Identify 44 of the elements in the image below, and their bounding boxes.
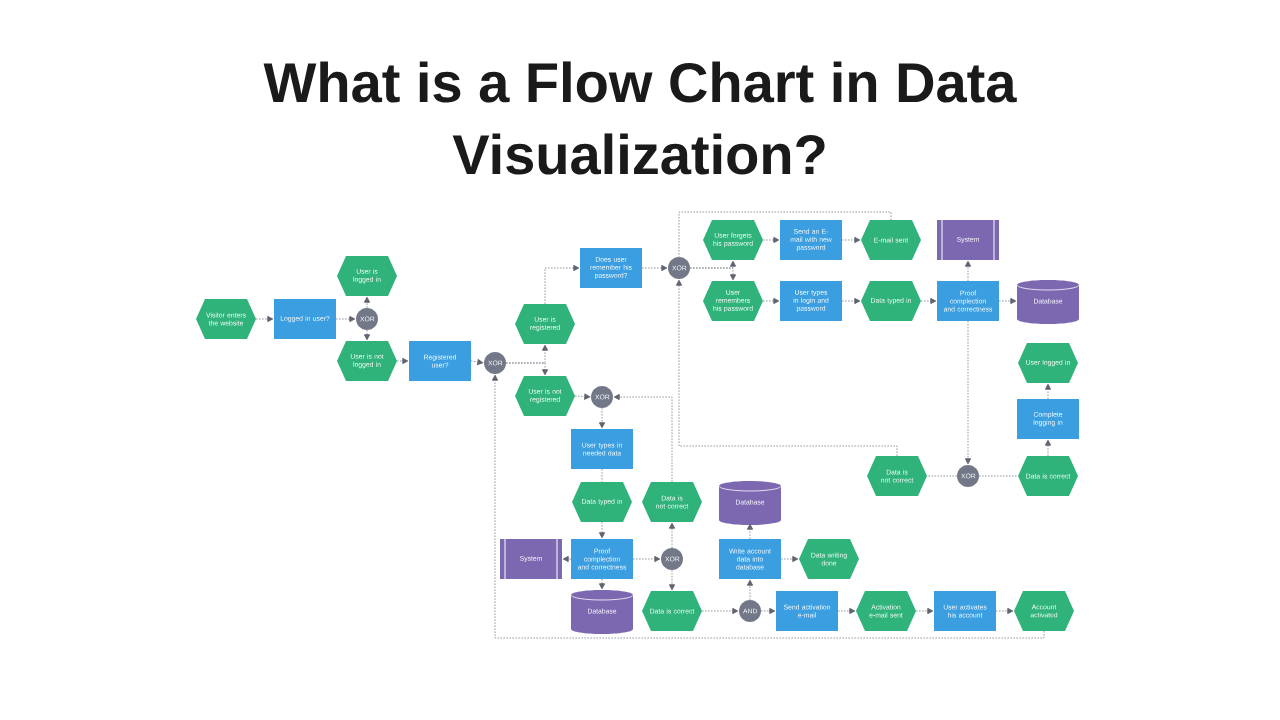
connector-line xyxy=(978,475,1019,477)
connector-line xyxy=(678,211,892,258)
arrow xyxy=(641,264,668,272)
arrow xyxy=(544,264,580,305)
arrow xyxy=(746,579,754,601)
arrow xyxy=(837,607,856,615)
arrow xyxy=(598,578,606,590)
arrow xyxy=(668,569,676,591)
arrow xyxy=(613,393,673,483)
arrow xyxy=(562,555,572,563)
arrow xyxy=(363,296,371,309)
arrow xyxy=(1044,383,1052,400)
arrow xyxy=(746,523,754,540)
arrow xyxy=(598,521,606,539)
arrow xyxy=(335,315,356,323)
arrow xyxy=(363,329,371,341)
arrow xyxy=(1044,439,1052,457)
arrow xyxy=(689,267,737,281)
arrow xyxy=(964,260,972,282)
connector-line xyxy=(601,468,603,483)
arrow xyxy=(675,279,898,457)
arrow xyxy=(964,320,972,465)
arrow xyxy=(632,555,661,563)
arrow xyxy=(998,297,1017,305)
arrow xyxy=(762,236,780,244)
arrow xyxy=(915,607,934,615)
title: What is a Flow Chart in Data Visualization? xyxy=(263,61,1017,175)
arrow xyxy=(701,607,739,615)
arrow xyxy=(505,362,549,376)
arrow xyxy=(995,607,1014,615)
arrow xyxy=(841,297,861,305)
arrow xyxy=(760,607,776,615)
arrow xyxy=(470,359,484,366)
arrow xyxy=(668,522,676,549)
arrow xyxy=(396,357,409,365)
arrow xyxy=(574,393,591,400)
arrow xyxy=(841,236,861,244)
arrow xyxy=(255,315,274,323)
arrow xyxy=(780,555,799,563)
arrow xyxy=(598,407,606,429)
arrow xyxy=(920,297,937,305)
arrow xyxy=(762,297,780,305)
arrow xyxy=(491,374,1045,639)
connector-line xyxy=(926,475,958,477)
